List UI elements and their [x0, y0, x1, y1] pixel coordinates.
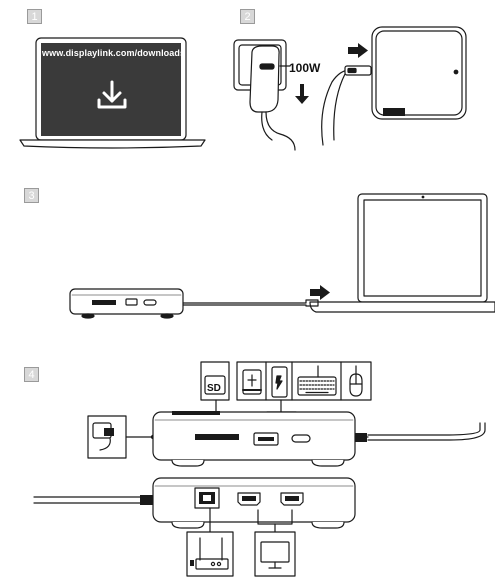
mouse-icon	[349, 365, 363, 397]
dock-front	[152, 411, 486, 467]
monitor-icon	[254, 531, 296, 577]
sd-card-label: SD	[207, 383, 221, 394]
step-2-badge: 2	[240, 9, 255, 24]
ethernet-port-icon	[194, 487, 220, 509]
power-rating-label: 100W	[289, 61, 321, 75]
arrow-down-icon	[295, 84, 309, 104]
hdmi-port-icon-2	[280, 492, 304, 506]
usb-c-plug-icon	[344, 65, 372, 76]
step-3-badge: 3	[24, 188, 39, 203]
hdmi-port-icon-1	[237, 492, 261, 506]
power-brick	[371, 26, 467, 120]
router-icon	[186, 531, 234, 577]
phone-icon	[271, 366, 288, 398]
sd-card-icon	[200, 361, 230, 401]
usb-drive-icon	[242, 369, 262, 395]
arrow-right-icon-step3	[310, 285, 330, 300]
power-adapter-icon	[249, 45, 296, 151]
step-1-badge: 1	[27, 9, 42, 24]
keyboard-icon	[297, 365, 337, 396]
download-url: www.displaylink.com/downloads	[42, 48, 186, 58]
laptop-icon	[309, 193, 495, 313]
download-icon	[97, 80, 127, 109]
dock-icon	[69, 288, 319, 319]
arrow-right-icon	[348, 43, 368, 58]
power-adapter-icon-step4	[87, 415, 127, 459]
step-4-badge: 4	[24, 367, 39, 382]
